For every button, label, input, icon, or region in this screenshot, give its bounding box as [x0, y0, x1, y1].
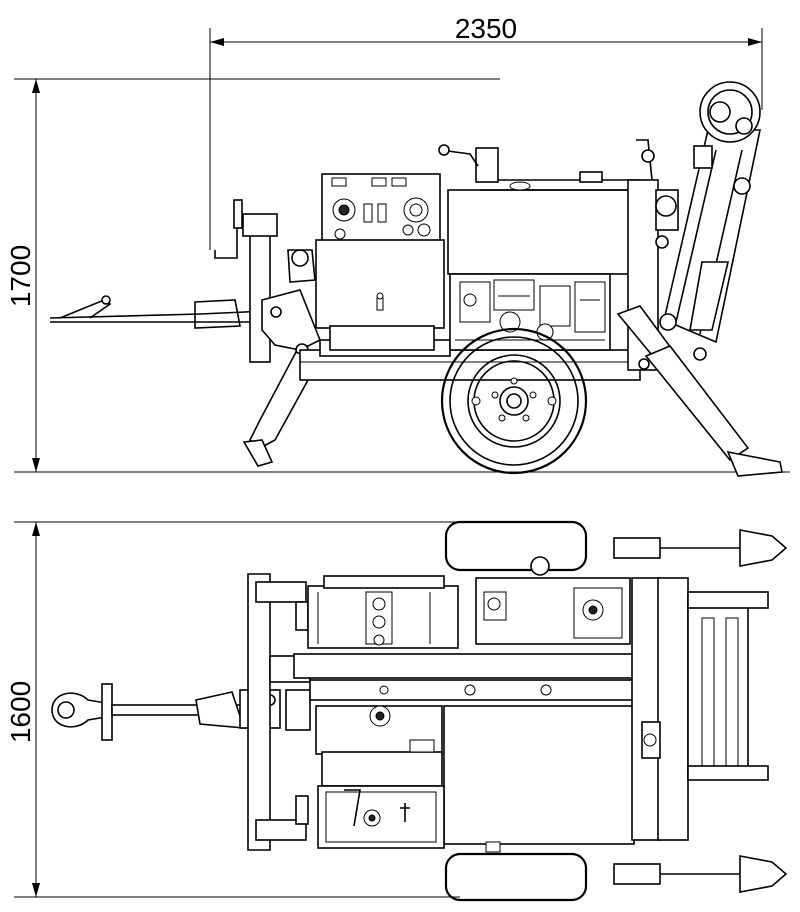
top-drawbar	[51, 683, 281, 741]
dimension-overall-length: 2350	[209, 13, 763, 250]
height-dimension-label: 1700	[5, 245, 36, 307]
side-lower-cabinet	[315, 239, 445, 351]
top-rear-frame	[631, 577, 769, 841]
top-mid-beams	[293, 653, 641, 701]
width-dimension-label: 1600	[5, 681, 36, 743]
side-wheel	[440, 327, 588, 475]
side-engine-hood	[438, 144, 641, 275]
top-rear-outriggers	[613, 529, 788, 893]
top-engine-cover	[315, 705, 635, 845]
side-view	[49, 81, 783, 477]
side-boom-arm	[659, 81, 761, 361]
side-rear-outrigger	[616, 305, 783, 477]
dimension-top-width: 1600	[5, 521, 460, 898]
top-tires	[444, 520, 588, 902]
top-capstan-drums	[307, 575, 459, 649]
length-dimension-label: 2350	[455, 13, 517, 44]
top-hydraulic-box	[475, 556, 631, 645]
top-control-box	[317, 785, 501, 853]
top-front-crossbar	[247, 573, 311, 851]
side-control-panel	[321, 173, 441, 243]
side-engine-block	[449, 273, 611, 351]
dimension-side-height: 1700	[5, 78, 790, 473]
top-view	[51, 520, 788, 902]
